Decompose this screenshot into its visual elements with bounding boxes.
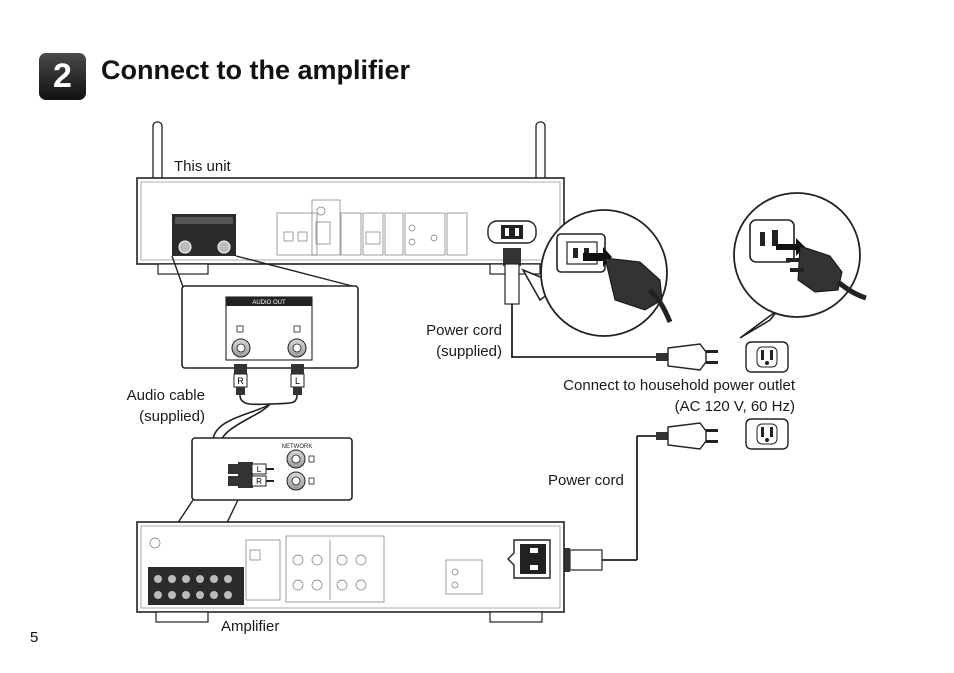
amp-input-panel xyxy=(148,567,244,605)
rca-plug-l-top: L xyxy=(290,364,305,395)
this-unit-label: This unit xyxy=(174,158,231,175)
power-plug-1 xyxy=(656,343,718,371)
this-unit-device xyxy=(136,121,565,275)
power-cord-supplied-line1: Power cord xyxy=(426,322,502,339)
page-number: 5 xyxy=(30,629,39,646)
outlet-instruction-label: Connect to household power outlet (AC 12… xyxy=(520,375,795,417)
rca-plug-r-bottom-label: R xyxy=(256,477,262,486)
household-outlet-2 xyxy=(745,418,789,450)
audio-cable-line1: Audio cable xyxy=(126,387,205,404)
rca-plug-l-bottom-label: L xyxy=(257,465,262,474)
network-label: NETWORK xyxy=(282,444,313,450)
audio-cable-line2: (supplied) xyxy=(139,408,205,425)
rca-plug-r-top-label: R xyxy=(237,376,244,386)
this-unit-ac-inlet[interactable] xyxy=(487,220,537,244)
audio-cable-label: Audio cable (supplied) xyxy=(100,385,205,427)
audio-out-zoom-box: AUDIO OUT xyxy=(171,255,359,369)
amplifier-ac-inlet[interactable] xyxy=(507,539,551,579)
power-plug-2 xyxy=(656,422,718,450)
outlet-instruction-line1: Connect to household power outlet xyxy=(563,377,795,394)
outlet-zoom-bubble xyxy=(733,192,867,339)
page-title: Connect to the amplifier xyxy=(101,55,411,85)
rear-port-block xyxy=(276,199,468,256)
rca-plug-l-top-label: L xyxy=(295,376,300,386)
audio-out-label: AUDIO OUT xyxy=(252,300,286,306)
power-cord-plug-unit xyxy=(503,248,656,358)
step-number-badge: 2 xyxy=(39,53,86,100)
audio-out-jack-l[interactable] xyxy=(217,240,231,254)
household-outlet-1 xyxy=(745,341,789,373)
power-cord-supplied-line2: (supplied) xyxy=(436,343,502,360)
power-cord-label: Power cord xyxy=(548,472,624,489)
amplifier-label: Amplifier xyxy=(221,618,280,635)
power-cord-supplied-label: Power cord (supplied) xyxy=(410,320,502,362)
amplifier-device xyxy=(136,521,565,623)
rca-plug-r-top: R xyxy=(233,364,248,395)
iec-plug-zoom-bubble xyxy=(521,209,673,337)
outlet-instruction-line2: (AC 120 V, 60 Hz) xyxy=(674,398,795,415)
audio-out-jack-r[interactable] xyxy=(178,240,192,254)
